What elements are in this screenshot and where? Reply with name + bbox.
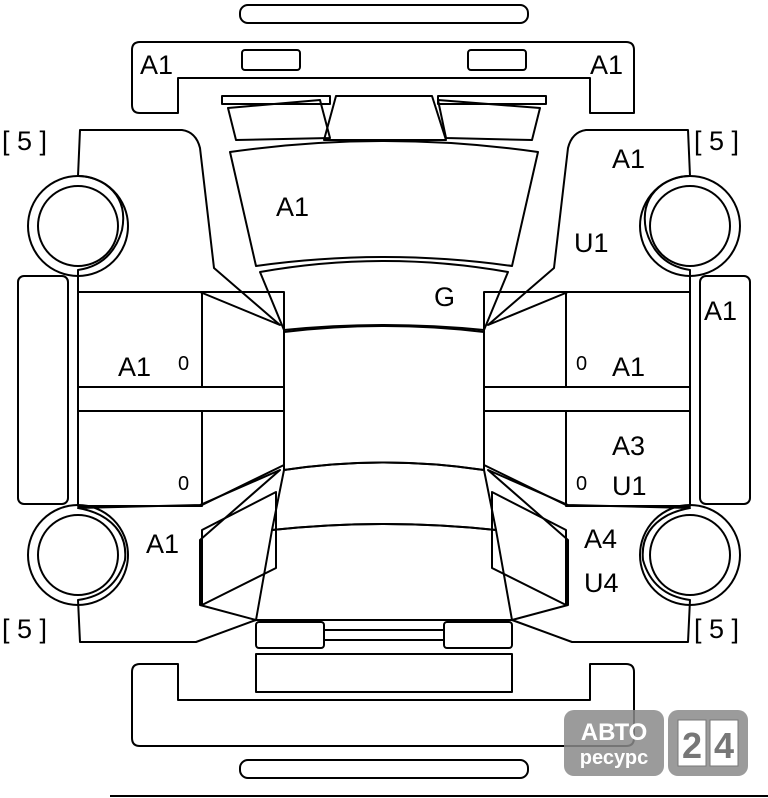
mark-left-sill: A1 (118, 352, 151, 382)
mark-fender-front-right: A1 (612, 144, 645, 174)
headlamp-left (227, 99, 331, 141)
door-mark-right-front: 0 (576, 353, 587, 375)
windshield (259, 260, 509, 331)
mark-left-rear-panel: A1 (146, 529, 179, 559)
mark-front-bumper-left: A1 (140, 50, 173, 80)
fog-lamp-left (241, 49, 301, 71)
mark-right-rear-door-a: A3 (612, 431, 645, 461)
left-rear-door-rear (201, 410, 285, 506)
wheel-front-left (27, 175, 129, 277)
front-bumper-strip (239, 4, 529, 24)
rear-bumper-strip (239, 759, 529, 779)
mark-right-sill: A1 (704, 296, 737, 326)
tire-front-right: [ 5 ] (694, 126, 739, 156)
left-front-fender (77, 129, 281, 326)
mark-right-rear-panel-u: U4 (584, 568, 619, 598)
left-rear-fender (77, 469, 281, 643)
rear-bumper (131, 663, 635, 747)
svg-text:4: 4 (714, 725, 734, 766)
right-side-skirt (699, 275, 751, 505)
mark-right-rear-door-u: U1 (612, 471, 647, 501)
wheel-front-right (639, 175, 741, 277)
mark-front-bumper-right: A1 (590, 50, 623, 80)
right-rear-fender (487, 469, 691, 643)
door-mark-left-front: 0 (178, 353, 189, 375)
rear-window (271, 461, 497, 531)
tire-front-left: [ 5 ] (2, 126, 47, 156)
fog-lamp-right (467, 49, 527, 71)
left-quarter-glass (201, 491, 277, 606)
left-side-skirt (17, 275, 69, 505)
tire-rear-right: [ 5 ] (694, 614, 739, 644)
tire-rear-left: [ 5 ] (2, 614, 47, 644)
grille-strip-right (437, 95, 547, 105)
rear-lamp-left (255, 621, 325, 649)
left-front-door-rear (201, 291, 285, 388)
svg-text:АВТО: АВТО (581, 719, 647, 746)
grille-strip (221, 95, 331, 105)
wheel-rear-right (639, 504, 741, 606)
watermark-logo: АВТО ресурс 2 4 (564, 710, 748, 776)
door-mark-right-rear: 0 (576, 473, 587, 495)
right-sill-bar (483, 386, 691, 412)
mark-fender-front-right-u: U1 (574, 228, 609, 258)
mark-right-front-door: A1 (612, 352, 645, 382)
rear-panel (255, 653, 513, 693)
grille-center (323, 95, 447, 141)
wheel-rear-left (27, 504, 129, 606)
mark-right-rear-panel-a: A4 (584, 524, 617, 554)
door-mark-left-rear: 0 (178, 473, 189, 495)
rear-lamp-right (443, 621, 513, 649)
roof (283, 325, 485, 471)
right-quarter-glass (491, 491, 567, 606)
right-rear-door-front (483, 410, 567, 506)
front-bumper (131, 41, 635, 114)
headlamp-right (437, 99, 541, 141)
rear-lamp-bar (324, 629, 444, 641)
mark-hood: A1 (276, 192, 309, 222)
hood (229, 140, 539, 267)
svg-text:ресурс: ресурс (580, 747, 648, 769)
svg-text:2: 2 (682, 725, 702, 766)
mark-windshield: G (434, 282, 455, 312)
trunk (255, 523, 513, 621)
left-sill-bar (77, 386, 285, 412)
right-front-door-front (483, 291, 567, 388)
